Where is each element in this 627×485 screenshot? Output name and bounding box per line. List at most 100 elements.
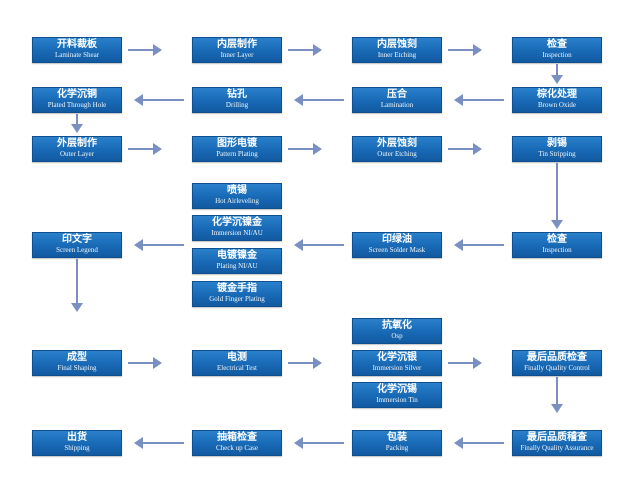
step-label-en: Inner Layer [220,51,254,59]
step-label-zh: 抗氧化 [382,320,412,331]
arrow-down-icon [551,64,563,84]
step-label-zh: 电测 [227,352,247,363]
step-label-en: Inner Etching [377,51,417,59]
arrow-left-icon [294,94,344,106]
step-label-en: Outer Etching [377,150,417,158]
arrow-down-icon [71,259,83,312]
arrow-right-icon [448,143,482,155]
arrow-right-icon [448,357,482,369]
step-label-zh: 最后品质检查 [527,352,587,363]
arrow-right-icon [128,357,162,369]
step-label-zh: 成型 [67,352,87,363]
step-label-en: Packing [385,444,409,452]
arrow-left-icon [294,437,344,449]
step-label-zh: 喷锡 [227,185,247,196]
step-label-zh: 压合 [387,89,407,100]
step-label-en: Pattern Plating [216,150,258,158]
step-label-en: Immersion Tin [376,396,418,404]
arrow-right-icon [288,357,322,369]
arrow-left-icon [454,94,504,106]
step-label-en: Shipping [64,444,90,452]
step-label-zh: 内层制作 [217,39,257,50]
step-label-en: Lamination [380,101,414,109]
step-label-en: Finally Quality Assurance [520,444,594,452]
step-label-en: Inspection [542,246,572,254]
step-label-zh: 印绿油 [382,234,412,245]
step-label-en: Plated Through Hole [47,101,107,109]
arrow-down-icon [551,377,563,413]
step-label-en: Check up Case [216,444,258,452]
arrow-right-icon [288,44,322,56]
step-label-zh: 抽箱检查 [217,432,257,443]
arrow-left-icon [294,239,344,251]
step-label-en: Screen Solder Mask [368,246,426,254]
step-label-en: Finally Quality Control [524,364,590,372]
arrow-down-icon [71,114,83,133]
arrow-right-icon [128,143,162,155]
arrow-right-icon [128,44,162,56]
arrow-left-icon [134,239,184,251]
arrow-right-icon [288,143,322,155]
step-label-en: Laminate Shear [54,51,100,59]
step-label-zh: 外层蚀刻 [377,138,417,149]
step-label-zh: 化学沉银 [377,352,417,363]
step-label-en: Plating NI/AU [216,262,258,270]
step-label-zh: 化学沉铜 [57,89,97,100]
step-label-en: Drilling [225,101,249,109]
step-label-zh: 图形电镀 [217,138,257,149]
step-label-zh: 开料裁板 [57,39,97,50]
step-label-en: Hot Airleveling [215,197,259,205]
arrow-right-icon [448,44,482,56]
step-label-en: Inspection [542,51,572,59]
step-label-zh: 内层蚀刻 [377,39,417,50]
step-label-zh: 化学沉锡 [377,384,417,395]
step-label-zh: 剥锡 [547,138,567,149]
arrow-left-icon [454,437,504,449]
step-label-en: Screen Legend [56,246,98,254]
step-label-en: Brown Oxide [538,101,576,109]
arrow-down-icon [551,163,563,229]
step-label-zh: 印文字 [62,234,92,245]
step-label-zh: 化学沉镍金 [212,217,262,228]
step-label-zh: 钻孔 [227,89,247,100]
step-label-zh: 检查 [547,234,567,245]
step-label-zh: 检查 [547,39,567,50]
step-label-zh: 包装 [387,432,407,443]
step-label-en: Osp [391,332,403,340]
step-label-zh: 出货 [67,432,87,443]
arrow-left-icon [134,437,184,449]
arrow-left-icon [134,94,184,106]
step-label-zh: 棕化处理 [537,89,577,100]
step-label-en: Gold Finger Plating [209,295,265,303]
step-label-en: Immersion NI/AU [211,229,263,237]
step-label-zh: 外层制作 [57,138,97,149]
step-label-en: Immersion Silver [372,364,422,372]
step-label-zh: 镀金手指 [217,283,257,294]
